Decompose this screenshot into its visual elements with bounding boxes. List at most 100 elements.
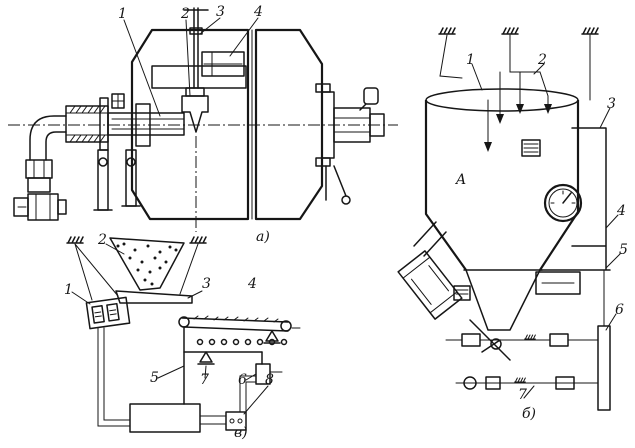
control-box	[129, 403, 201, 433]
label-b-5: 5	[619, 242, 628, 258]
drum-left-hub	[135, 103, 151, 147]
right-bolt-top	[315, 83, 331, 93]
belt-roller-right	[280, 320, 292, 332]
actuator-6	[597, 325, 611, 411]
vent-grille-slats	[523, 143, 539, 153]
drive-handle	[363, 87, 379, 105]
suspension-2	[499, 34, 549, 97]
relay-8	[225, 411, 247, 431]
upper-control-unit-left	[461, 333, 481, 347]
flow-arrowheads	[484, 104, 552, 152]
side-housing-3	[539, 127, 611, 271]
figure-a-rotary-drum: 1 2 3 4 a)	[8, 4, 398, 245]
drum-right-section	[254, 28, 324, 221]
control-wiring	[97, 327, 257, 427]
pressure-gauge-ticks	[550, 190, 576, 204]
feed-rod-collar	[189, 27, 203, 35]
conveyor-belt	[181, 317, 289, 332]
label-b-7: 7	[518, 387, 527, 403]
vibrator-housing	[85, 296, 131, 330]
label-v-5: 5	[150, 370, 159, 386]
ground-lower-line	[514, 377, 526, 383]
label-v-2: 2	[97, 232, 107, 248]
suspension-left	[74, 243, 119, 301]
feed-trough	[115, 290, 193, 304]
scraper-plate-detail	[203, 51, 243, 77]
tee-fitting	[27, 193, 59, 221]
vibrator-coil-right	[106, 302, 120, 322]
tank-top-rim	[425, 88, 579, 112]
label-a-4: 4	[253, 4, 263, 20]
lower-control-element-1	[463, 376, 477, 390]
lever-pivot	[197, 351, 215, 365]
figure-a-leader-lines	[123, 17, 259, 117]
pressure-gauge	[543, 183, 583, 223]
valve-pivot	[490, 338, 502, 350]
label-v-6: 6	[238, 372, 247, 388]
label-v-1: 1	[64, 282, 73, 298]
label-b-6: 6	[615, 302, 624, 318]
label-b-1: 1	[466, 52, 475, 68]
inner-plate	[151, 65, 247, 89]
right-shaft-end	[369, 113, 385, 137]
union-nut-facets	[33, 159, 45, 179]
label-v-4: 4	[247, 276, 257, 292]
belt-pivot-support	[263, 330, 281, 344]
right-bolt-bottom	[315, 157, 331, 167]
vibrator-unit	[85, 296, 131, 330]
relay-contact-right	[237, 418, 243, 424]
drive-handle-stem	[359, 103, 367, 111]
pressure-gauge-dial	[548, 188, 578, 218]
union-nut-lower	[27, 177, 51, 193]
tank-lower-cone	[463, 269, 543, 331]
ground-anchor-3	[581, 27, 599, 35]
inclined-vibrator	[397, 250, 463, 320]
figure-b-leader-lines	[471, 63, 621, 399]
drum-left-section	[130, 28, 250, 221]
ground-anchor-right	[189, 236, 207, 244]
upper-control-unit-right	[549, 333, 569, 347]
right-shaft-lines	[333, 117, 371, 133]
label-b-4: 4	[616, 203, 626, 219]
lower-control-element-3	[555, 376, 575, 390]
label-v-3: 3	[202, 276, 211, 292]
scraper-plate	[201, 51, 245, 77]
vibrator-coil-left	[91, 305, 105, 324]
ground-anchor-left	[66, 236, 84, 244]
tank-region-label: A	[454, 172, 466, 188]
figure-b-vertical-tank: 1 2 3 A 4 5 6 7 б)	[397, 27, 628, 422]
terminal-box-lines	[455, 289, 469, 295]
caption-b: б)	[522, 406, 536, 422]
spray-nozzle	[181, 95, 209, 133]
right-leg-bolt	[341, 195, 351, 205]
bracket-feet	[93, 205, 141, 211]
label-a-1: 1	[118, 6, 127, 22]
gland-hatching	[65, 105, 109, 143]
pipe-elbow	[29, 115, 67, 161]
label-v-8: 8	[265, 372, 274, 388]
powder-hopper	[109, 237, 185, 291]
hollow-shaft	[107, 112, 185, 136]
label-b-2: 2	[537, 52, 547, 68]
figure-v-vibratory-feeder: 1 2 3 4 5 6 7 8 в)	[64, 232, 301, 441]
pressure-gauge-needle	[562, 192, 572, 204]
feed-rod	[183, 7, 209, 89]
shaft-bore	[111, 118, 185, 130]
ground-anchor-1	[438, 27, 456, 35]
nozzle-feed-lines	[487, 83, 549, 147]
suspension-right	[179, 243, 199, 295]
right-leg	[325, 165, 347, 201]
vibrator-cylinder	[397, 250, 463, 320]
valve-mechanism	[469, 319, 511, 361]
caption-v: в)	[234, 425, 248, 441]
vibrator-terminal-box	[453, 285, 471, 301]
lower-control-element-2	[485, 376, 501, 390]
bracket-bolt-outer	[98, 157, 108, 167]
caption-a: a)	[256, 229, 270, 245]
bracket-bolt-inner	[126, 157, 136, 167]
tank-body	[424, 100, 580, 271]
tee-detail	[17, 193, 51, 221]
figure-v-leader-lines	[71, 243, 269, 415]
outlet-box-5	[535, 271, 581, 295]
